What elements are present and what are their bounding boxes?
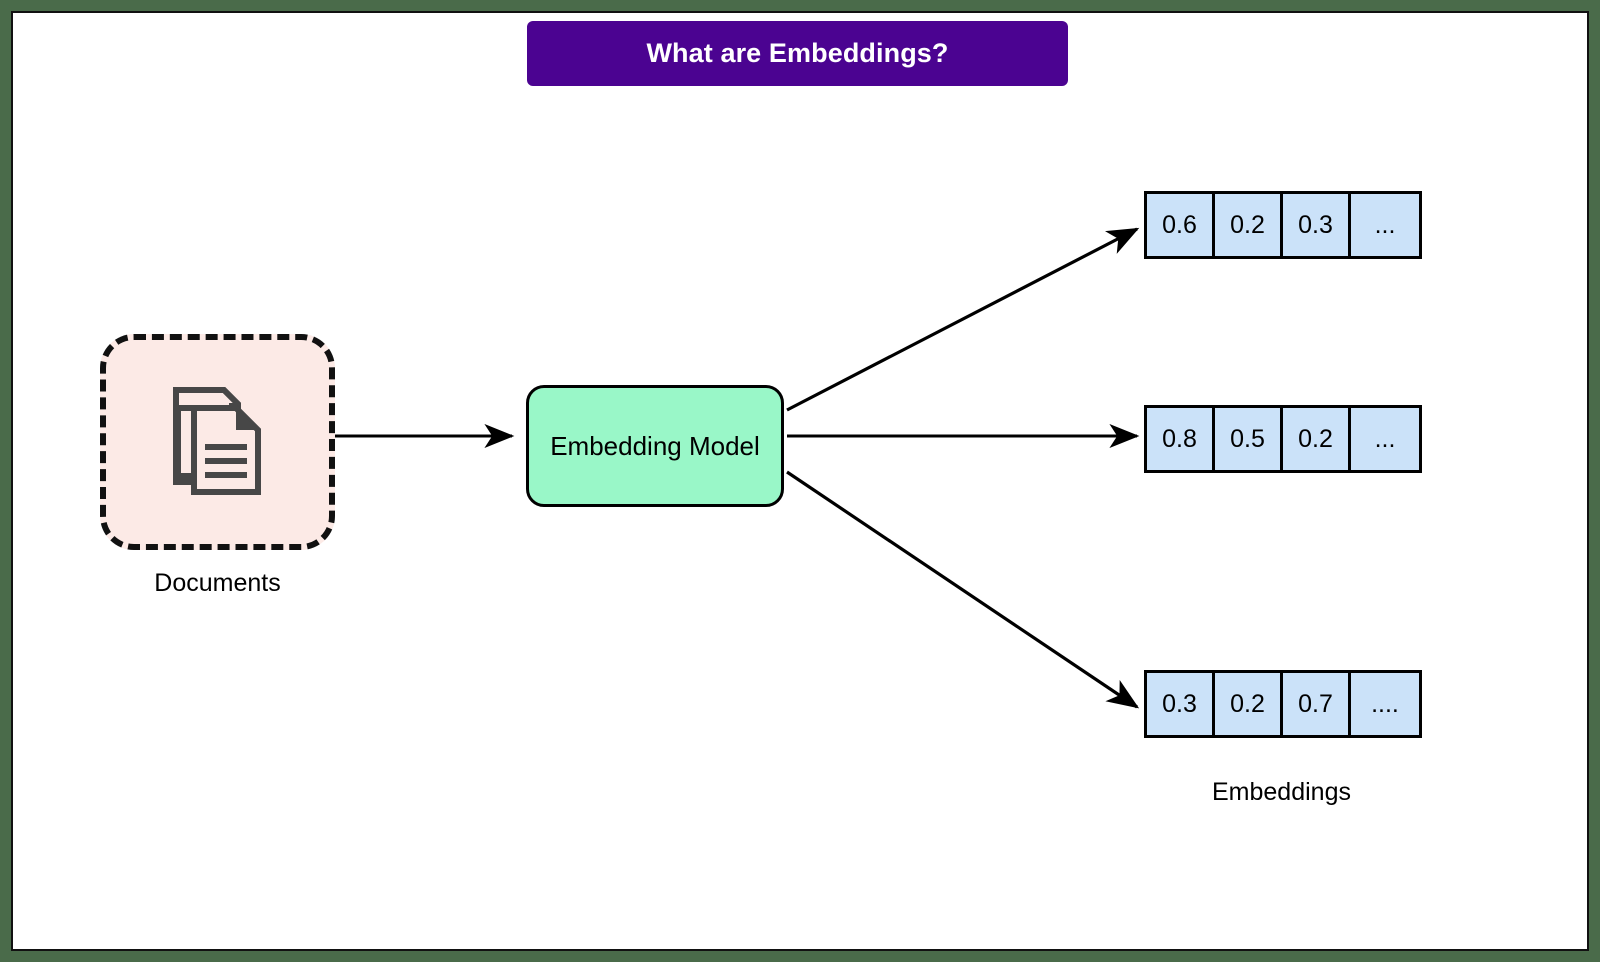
- embedding-model-label: Embedding Model: [550, 430, 760, 461]
- page-title: What are Embeddings?: [646, 38, 949, 68]
- embedding-cell-ellipsis: ...: [1351, 408, 1419, 470]
- embedding-cell: 0.8: [1147, 408, 1215, 470]
- title-banner: What are Embeddings?: [527, 21, 1068, 86]
- embedding-vector-row: 0.6 0.2 0.3 ...: [1144, 191, 1422, 259]
- embedding-cell: 0.2: [1215, 194, 1283, 256]
- documents-stack-icon: [172, 387, 261, 495]
- embedding-cell: 0.5: [1215, 408, 1283, 470]
- embedding-cell: 0.2: [1283, 408, 1351, 470]
- embedding-vector-row: 0.3 0.2 0.7 ....: [1144, 670, 1422, 738]
- embeddings-label: Embeddings: [1212, 778, 1351, 806]
- embedding-cell-ellipsis: ....: [1351, 673, 1419, 735]
- embedding-vector-row: 0.8 0.5 0.2 ...: [1144, 405, 1422, 473]
- embedding-cell-ellipsis: ...: [1351, 194, 1419, 256]
- embedding-cell: 0.3: [1147, 673, 1215, 735]
- arrow-model-to-vector-1: [786, 227, 1140, 412]
- diagram-canvas: What are Embeddings? Documents Embedding…: [11, 11, 1589, 951]
- embedding-cell: 0.3: [1283, 194, 1351, 256]
- embedding-model-node[interactable]: Embedding Model: [526, 385, 784, 507]
- embedding-cell: 0.6: [1147, 194, 1215, 256]
- documents-label: Documents: [154, 569, 281, 597]
- embedding-cell: 0.2: [1215, 673, 1283, 735]
- embedding-cell: 0.7: [1283, 673, 1351, 735]
- documents-node[interactable]: [100, 334, 335, 550]
- arrow-model-to-vector-3: [786, 470, 1140, 709]
